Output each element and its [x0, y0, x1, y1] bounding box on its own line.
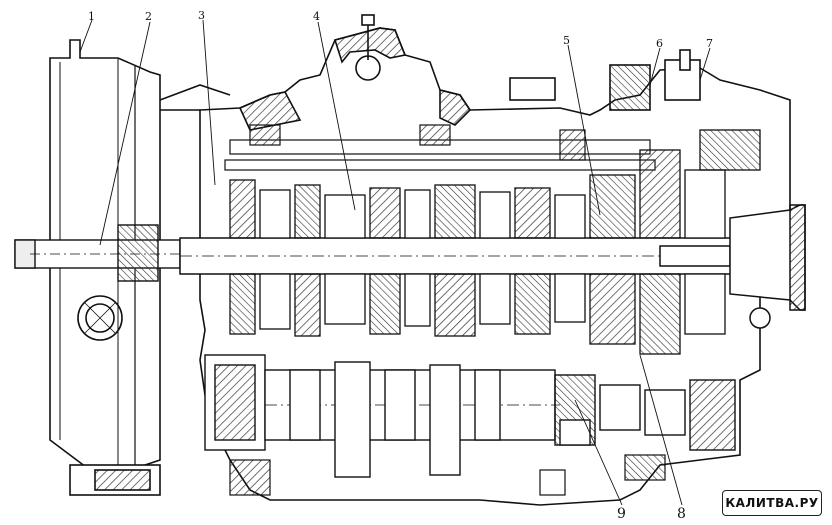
sump-details	[229, 454, 666, 496]
callout-9: 9	[617, 506, 626, 522]
site-watermark: КАЛИТВА.РУ	[722, 490, 822, 516]
callout-5: 5	[563, 34, 570, 47]
callout-4: 4	[313, 10, 320, 23]
lower-gears	[229, 273, 726, 355]
shift-rails	[224, 124, 656, 171]
callout-6: 6	[656, 37, 663, 50]
callout-8: 8	[677, 506, 686, 522]
input-shaft	[14, 224, 181, 282]
watermark-text: КАЛИТВА.РУ	[725, 496, 819, 510]
callout-labels: 1 2 3 4 5 6 7 8 9	[88, 9, 713, 522]
callout-7: 7	[706, 37, 713, 50]
callout-2: 2	[145, 10, 152, 23]
countershaft	[204, 354, 736, 478]
main-shaft	[179, 204, 806, 329]
leader-lines	[79, 19, 711, 506]
callout-3: 3	[198, 9, 205, 22]
upper-gears	[229, 129, 761, 239]
callout-1: 1	[88, 10, 95, 23]
